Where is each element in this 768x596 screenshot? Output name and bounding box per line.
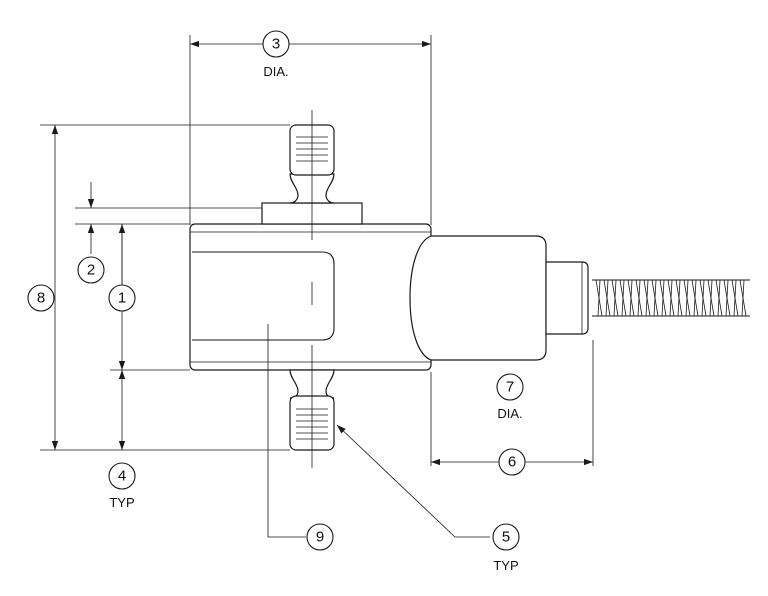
typ-label-5: TYP: [493, 558, 518, 573]
callout-3-number: 3: [272, 36, 280, 53]
callout-7: 7: [496, 373, 524, 401]
callout-8-number: 8: [37, 290, 45, 307]
callout-1: 1: [108, 284, 136, 312]
dia-label-top: DIA.: [263, 64, 288, 79]
callout-4: 4: [108, 462, 136, 490]
callout-9: 9: [306, 523, 334, 551]
cable-connector: [409, 235, 589, 361]
callout-3: 3: [262, 30, 290, 58]
callout-7-number: 7: [506, 379, 514, 396]
callout-8: 8: [27, 284, 55, 312]
load-cell-body: [189, 223, 432, 371]
typ-label-4: TYP: [109, 495, 134, 510]
callout-5: 5: [492, 523, 520, 551]
callout-5-number: 5: [502, 529, 510, 546]
callout-4-number: 4: [118, 468, 126, 485]
callout-6: 6: [498, 448, 526, 476]
cable: [592, 279, 750, 317]
callout-2: 2: [77, 256, 105, 284]
callout-1-number: 1: [118, 290, 126, 307]
callout-2-number: 2: [87, 262, 95, 279]
leader-lines: [121, 224, 490, 538]
dia-label-connector: DIA.: [497, 406, 522, 421]
callout-6-number: 6: [508, 454, 516, 471]
callout-9-number: 9: [316, 529, 324, 546]
